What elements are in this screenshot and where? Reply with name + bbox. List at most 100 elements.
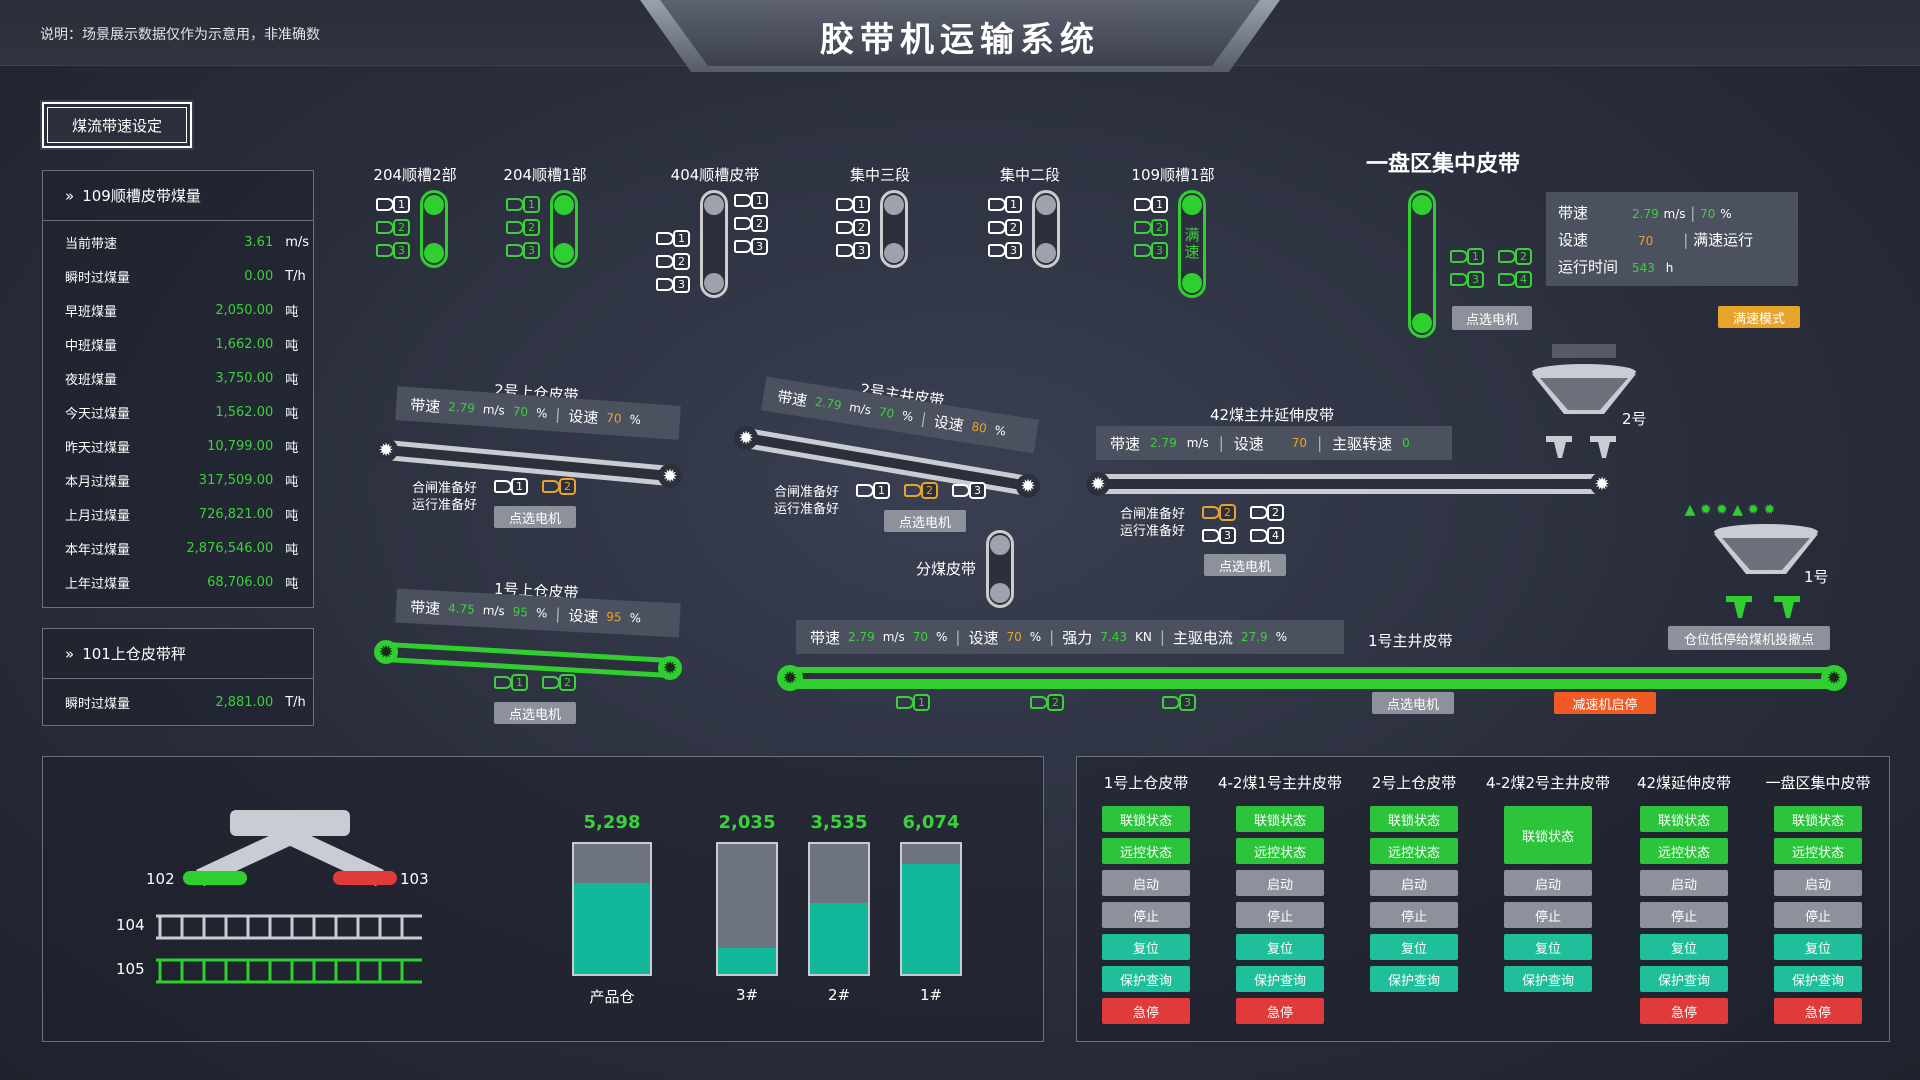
control-button[interactable]: 远控状态 <box>1640 838 1728 864</box>
control-button[interactable]: 联锁状态 <box>1102 806 1190 832</box>
select-motor-button-ext42[interactable]: 点选电机 <box>1204 554 1286 576</box>
control-button[interactable]: 复位 <box>1370 934 1458 960</box>
motor-1[interactable]: 1 <box>506 196 540 213</box>
control-button[interactable]: 停止 <box>1774 902 1862 928</box>
select-motor-button-yipan[interactable]: 点选电机 <box>1452 306 1532 330</box>
control-button[interactable]: 复位 <box>1774 934 1862 960</box>
motor-3[interactable]: 3 <box>1450 271 1484 288</box>
vbelt-204-1[interactable] <box>550 190 578 268</box>
motor-2[interactable]: 2 <box>542 674 576 691</box>
motor-2[interactable]: 2 <box>836 219 870 236</box>
control-button[interactable]: 停止 <box>1504 902 1592 928</box>
control-button[interactable]: 急停 <box>1102 998 1190 1024</box>
control-button[interactable]: 启动 <box>1504 870 1592 896</box>
motor-2[interactable]: 2 <box>1030 694 1064 711</box>
motor-3[interactable]: 3 <box>836 242 870 259</box>
motor-3[interactable]: 3 <box>952 482 986 499</box>
motor-3[interactable]: 3 <box>506 242 540 259</box>
motor-3[interactable]: 3 <box>1134 242 1168 259</box>
motor-1[interactable]: 1 <box>494 674 528 691</box>
control-button[interactable]: 联锁状态 <box>1236 806 1324 832</box>
vbelt-split[interactable] <box>986 530 1014 608</box>
diverter-label-103: 103 <box>400 870 429 888</box>
reducer-start-stop-button[interactable]: 减速机启停 <box>1554 692 1656 714</box>
bin-fill <box>718 948 776 974</box>
low-level-stop-feeder-button[interactable]: 仓位低停给煤机投撤点 <box>1668 626 1830 650</box>
motor-2[interactable]: 2 <box>1202 504 1236 521</box>
select-motor-button-up2[interactable]: 点选电机 <box>494 506 576 528</box>
control-button[interactable]: 联锁状态 <box>1504 806 1592 864</box>
motor-1[interactable]: 1 <box>836 196 870 213</box>
control-button[interactable]: 停止 <box>1236 902 1324 928</box>
motor-1[interactable]: 1 <box>376 196 410 213</box>
control-button[interactable]: 保护查询 <box>1504 966 1592 992</box>
control-button[interactable]: 保护查询 <box>1370 966 1458 992</box>
motor-2[interactable]: 2 <box>1498 248 1532 265</box>
motor-2[interactable]: 2 <box>656 253 690 270</box>
motor-1[interactable]: 1 <box>988 196 1022 213</box>
motor-1[interactable]: 1 <box>494 478 528 495</box>
control-button[interactable]: 保护查询 <box>1640 966 1728 992</box>
motor-num: 3 <box>673 276 690 293</box>
motor-2[interactable]: 2 <box>506 219 540 236</box>
control-button[interactable]: 复位 <box>1236 934 1324 960</box>
motor-2[interactable]: 2 <box>734 215 768 232</box>
control-button[interactable]: 启动 <box>1774 870 1862 896</box>
control-button[interactable]: 远控状态 <box>1370 838 1458 864</box>
vbelt-j3[interactable] <box>880 190 908 268</box>
select-motor-button-up1[interactable]: 点选电机 <box>494 702 576 724</box>
control-button[interactable]: 启动 <box>1640 870 1728 896</box>
ext42-speed-unit: m/s <box>1186 436 1209 450</box>
motor-3[interactable]: 3 <box>1202 527 1236 544</box>
control-button[interactable]: 保护查询 <box>1236 966 1324 992</box>
motor-2[interactable]: 2 <box>904 482 938 499</box>
motor-3[interactable]: 3 <box>376 242 410 259</box>
vbelt-404[interactable] <box>700 190 728 298</box>
control-button[interactable]: 停止 <box>1370 902 1458 928</box>
motor-3[interactable]: 3 <box>656 276 690 293</box>
motor-3[interactable]: 3 <box>1162 694 1196 711</box>
control-button[interactable]: 复位 <box>1640 934 1728 960</box>
control-button[interactable]: 启动 <box>1102 870 1190 896</box>
control-button[interactable]: 急停 <box>1640 998 1728 1024</box>
motor-1[interactable]: 1 <box>1134 196 1168 213</box>
control-button[interactable]: 保护查询 <box>1774 966 1862 992</box>
control-button[interactable]: 复位 <box>1102 934 1190 960</box>
vbelt-109-1[interactable]: 满速 <box>1178 190 1206 298</box>
motor-2[interactable]: 2 <box>988 219 1022 236</box>
motor-1[interactable]: 1 <box>656 230 690 247</box>
control-button[interactable]: 停止 <box>1640 902 1728 928</box>
motor-2[interactable]: 2 <box>1134 219 1168 236</box>
control-button[interactable]: 急停 <box>1774 998 1862 1024</box>
control-button[interactable]: 启动 <box>1236 870 1324 896</box>
motor-4[interactable]: 4 <box>1498 271 1532 288</box>
control-button[interactable]: 远控状态 <box>1236 838 1324 864</box>
select-motor-button-main1[interactable]: 点选电机 <box>1372 692 1454 714</box>
control-button[interactable]: 联锁状态 <box>1370 806 1458 832</box>
control-button[interactable]: 启动 <box>1370 870 1458 896</box>
control-button[interactable]: 急停 <box>1236 998 1324 1024</box>
motor-1[interactable]: 1 <box>856 482 890 499</box>
vbelt-204-2[interactable] <box>420 190 448 268</box>
flow-speed-setting-button[interactable]: 煤流带速设定 <box>40 100 194 150</box>
select-motor-button-main2[interactable]: 点选电机 <box>884 510 966 532</box>
control-button[interactable]: 联锁状态 <box>1640 806 1728 832</box>
motor-3[interactable]: 3 <box>734 238 768 255</box>
motor-2b[interactable]: 2 <box>1250 504 1284 521</box>
vbelt-j2[interactable] <box>1032 190 1060 268</box>
control-button[interactable]: 联锁状态 <box>1774 806 1862 832</box>
motor-1[interactable]: 1 <box>1450 248 1484 265</box>
full-speed-mode-button[interactable]: 满速模式 <box>1718 306 1800 328</box>
motor-2[interactable]: 2 <box>376 219 410 236</box>
motor-2[interactable]: 2 <box>542 478 576 495</box>
control-button[interactable]: 远控状态 <box>1102 838 1190 864</box>
control-button[interactable]: 停止 <box>1102 902 1190 928</box>
vbelt-yipan[interactable] <box>1408 190 1436 338</box>
control-button[interactable]: 复位 <box>1504 934 1592 960</box>
control-button[interactable]: 远控状态 <box>1774 838 1862 864</box>
motor-1[interactable]: 1 <box>734 192 768 209</box>
control-button[interactable]: 保护查询 <box>1102 966 1190 992</box>
motor-4[interactable]: 4 <box>1250 527 1284 544</box>
motor-1[interactable]: 1 <box>896 694 930 711</box>
motor-3[interactable]: 3 <box>988 242 1022 259</box>
